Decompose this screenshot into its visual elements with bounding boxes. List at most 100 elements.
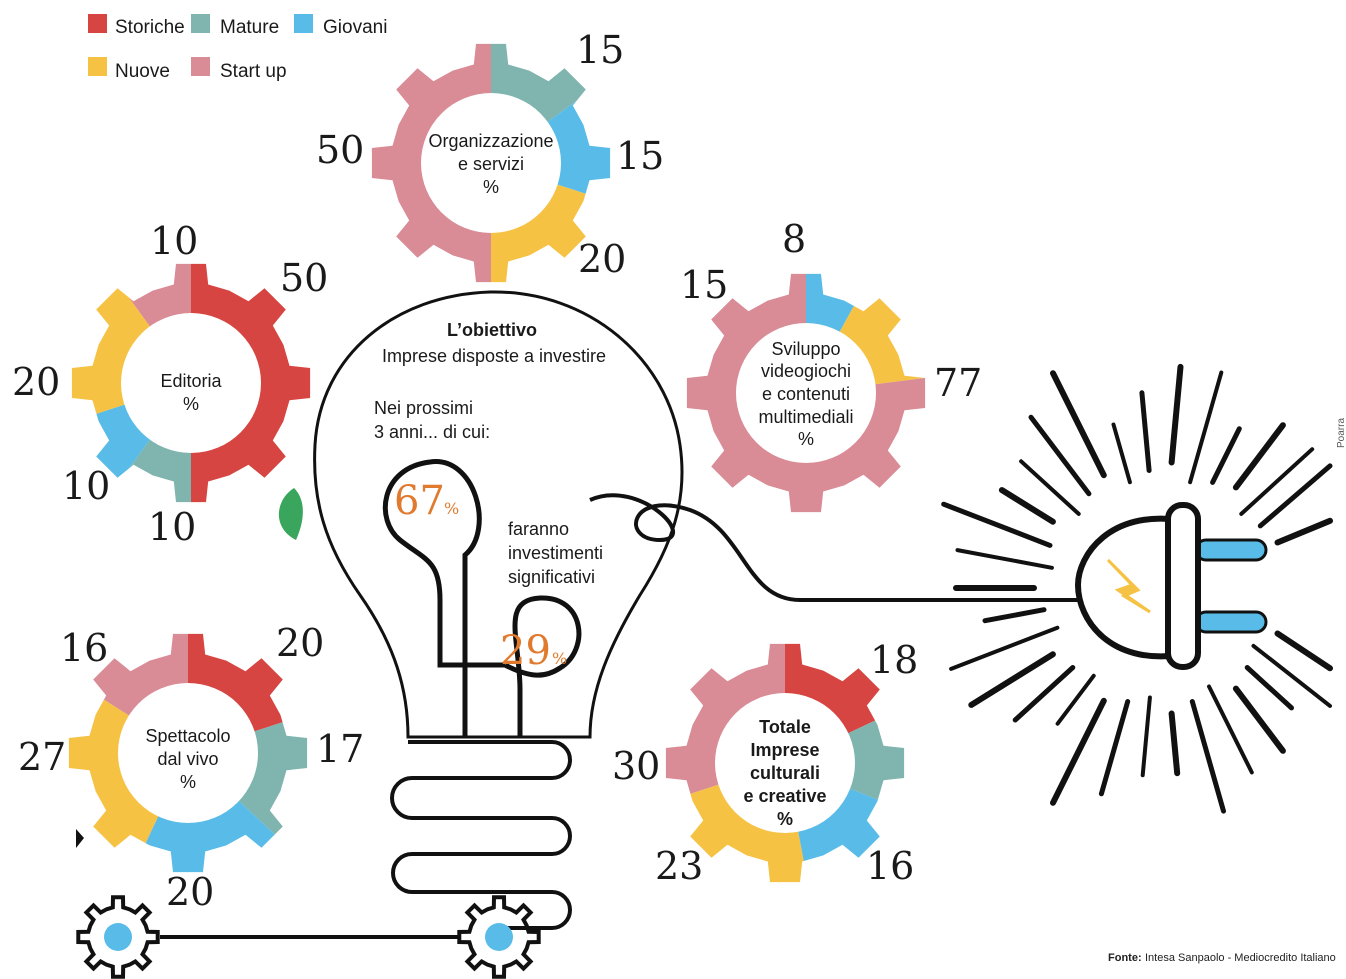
legend-label-mature: Mature (220, 17, 279, 38)
data-label: 77 (934, 361, 982, 405)
bulb-line-1: Nei prossimi (374, 398, 473, 418)
gear-title-line: Organizzazione (428, 131, 553, 151)
data-label: 18 (870, 638, 918, 682)
plug-ray (968, 651, 1056, 708)
plug-prong-bottom (1194, 610, 1268, 634)
data-label: 10 (150, 219, 198, 263)
plug-ray (998, 487, 1056, 525)
data-label: 30 (612, 744, 660, 788)
gear-title-line: % (798, 429, 814, 449)
bulb-value-29: 29 (500, 628, 551, 674)
legend-label-storiche: Storiche (115, 17, 185, 38)
bulb-note-1: faranno (508, 519, 569, 539)
data-label: 23 (655, 844, 703, 888)
data-label: 50 (280, 256, 328, 300)
gear-title-line: Sviluppo (771, 339, 840, 359)
gear-title-line: % (180, 772, 196, 792)
data-label: 27 (18, 735, 66, 779)
gear-title-line: Totale (759, 717, 811, 737)
plug-ray (1244, 665, 1294, 711)
legend-swatch-storiche (88, 14, 107, 33)
plug-ray (1257, 463, 1333, 529)
value-labels-videogiochi: 8 15 77 (680, 217, 982, 405)
bulb-note-2: investimenti (508, 543, 603, 563)
gear-title-line: Imprese (750, 740, 819, 760)
plug-ray (1168, 710, 1181, 777)
data-label: 20 (276, 621, 324, 665)
gear-title-line: e contenuti (762, 384, 850, 404)
value-labels-editoria: 50 10 10 20 10 (12, 219, 328, 549)
bulb-value-67: 67 (394, 478, 445, 524)
legend: Storiche Mature Giovani Nuove Start up (88, 14, 387, 82)
gear-title-line: % (183, 394, 199, 414)
legend-label-giovani: Giovani (323, 17, 387, 38)
gear-title-line: dal vivo (157, 749, 218, 769)
plug-ray (1111, 422, 1132, 485)
plug-ray (1050, 697, 1107, 806)
plug-rays (941, 363, 1333, 814)
gear-title-editoria: Editoria % (160, 371, 222, 414)
plug-ray (1239, 447, 1315, 516)
gear-title-videogiochi: Sviluppo videogiochi e contenuti multime… (758, 339, 853, 449)
gear-title-spettacolo: Spettacolo dal vivo % (145, 726, 230, 792)
plug-collar (1165, 502, 1201, 670)
gear-title-line: culturali (750, 763, 820, 783)
plug-ray (1251, 643, 1332, 708)
plug-illustration (941, 363, 1333, 814)
gear-outline-icon-right (457, 895, 541, 979)
bulb-filament-loop-1 (382, 459, 505, 738)
plug-ray (1140, 695, 1152, 778)
plug-ray (955, 548, 1054, 570)
data-label: 16 (60, 626, 108, 670)
data-label: 10 (62, 464, 110, 508)
data-label: 15 (680, 263, 728, 307)
gear-title-line: % (483, 177, 499, 197)
bulb-illustration (160, 290, 1085, 939)
bulb-value-67-pct: % (444, 499, 459, 518)
bulb-line-2: 3 anni... di cui: (374, 422, 490, 442)
lightning-bolt-icon (1106, 558, 1151, 614)
plug-ray (1274, 630, 1333, 672)
legend-swatch-giovani (294, 14, 313, 33)
plug-ray (1012, 665, 1076, 723)
bulb-note-3: significativi (508, 567, 595, 587)
bulb-subtitle: Imprese disposte a investire (382, 346, 606, 366)
plug-ray (1274, 517, 1333, 546)
plug-ray (1055, 673, 1096, 726)
gear-title-line: Editoria (160, 371, 222, 391)
plug-ray (1019, 459, 1081, 516)
gear-title-line: videogiochi (761, 361, 851, 381)
triangle-marker-icon (76, 829, 84, 848)
plug-ray (1098, 699, 1131, 797)
plug-ray (1189, 699, 1226, 814)
plug-ray (982, 607, 1047, 624)
value-labels-organizzazione: 15 15 20 50 (316, 28, 664, 281)
bulb-text: L’obiettivo Imprese disposte a investire… (374, 320, 606, 674)
gear-title-line: multimediali (758, 407, 853, 427)
plug-ray (1232, 685, 1286, 754)
leaf-icon (278, 488, 303, 540)
value-labels-spettacolo: 20 17 20 27 16 (18, 621, 364, 914)
plug-ray (1210, 426, 1242, 485)
legend-label-startup: Start up (220, 61, 287, 82)
bulb-filament-loop-2 (503, 595, 582, 738)
legend-label-nuove: Nuove (115, 61, 170, 82)
plug-ray (1050, 370, 1107, 479)
data-label: 20 (166, 870, 214, 914)
legend-swatch-startup (191, 57, 210, 76)
pie-slice-startup (686, 273, 926, 513)
data-label: 15 (576, 28, 624, 72)
plug-prong-top (1194, 538, 1268, 562)
bulb-screw (390, 740, 572, 930)
gear-title-line: e creative (743, 786, 826, 806)
data-label: 17 (316, 727, 364, 771)
plug-ray (1232, 422, 1286, 491)
gear-title-totale: Totale Imprese culturali e creative % (743, 717, 826, 829)
gear-title-line: e servizi (458, 154, 524, 174)
bulb-title: L’obiettivo (447, 320, 537, 340)
data-label: 20 (578, 237, 626, 281)
data-label: 15 (616, 134, 664, 178)
gear-outline-icon-left (76, 895, 160, 979)
bulb-value-29-pct: % (552, 649, 567, 668)
